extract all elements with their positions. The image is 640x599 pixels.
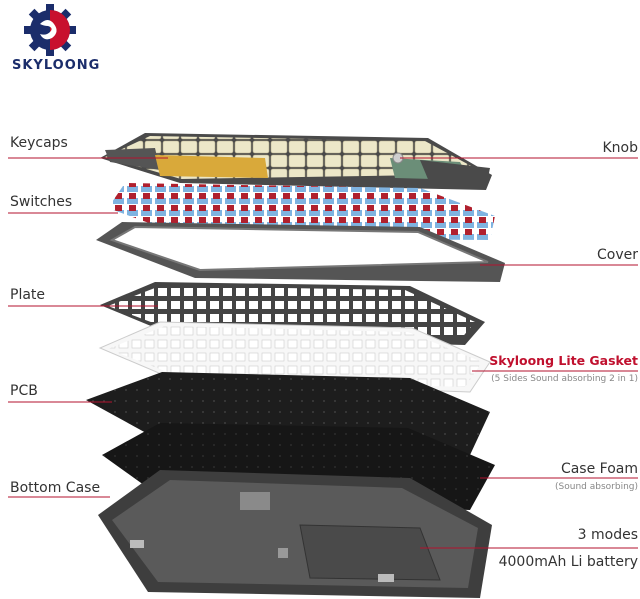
label-plate: Plate <box>10 287 46 303</box>
brand-name: SKYLOONG <box>12 58 101 73</box>
label-knob: Knob <box>602 140 638 156</box>
bottom-case-layer <box>98 470 492 598</box>
label-case-foam-sub: (Sound absorbing) <box>555 482 638 492</box>
keycaps-layer <box>100 133 492 190</box>
cover-layer <box>96 222 505 282</box>
label-gasket: Skyloong Lite Gasket <box>489 353 638 368</box>
label-keycaps: Keycaps <box>10 135 68 151</box>
label-cover: Cover <box>597 247 638 263</box>
label-modes: 3 modes <box>577 527 638 543</box>
label-battery: 4000mAh Li battery <box>498 554 638 570</box>
label-case-foam: Case Foam <box>560 461 638 477</box>
label-pcb: PCB <box>10 383 38 399</box>
label-bottom-case: Bottom Case <box>10 480 101 496</box>
skyloong-logo <box>24 4 76 56</box>
label-gasket-sub: (5 Sides Sound absorbing 2 in 1) <box>491 374 638 384</box>
label-switches: Switches <box>10 194 73 210</box>
